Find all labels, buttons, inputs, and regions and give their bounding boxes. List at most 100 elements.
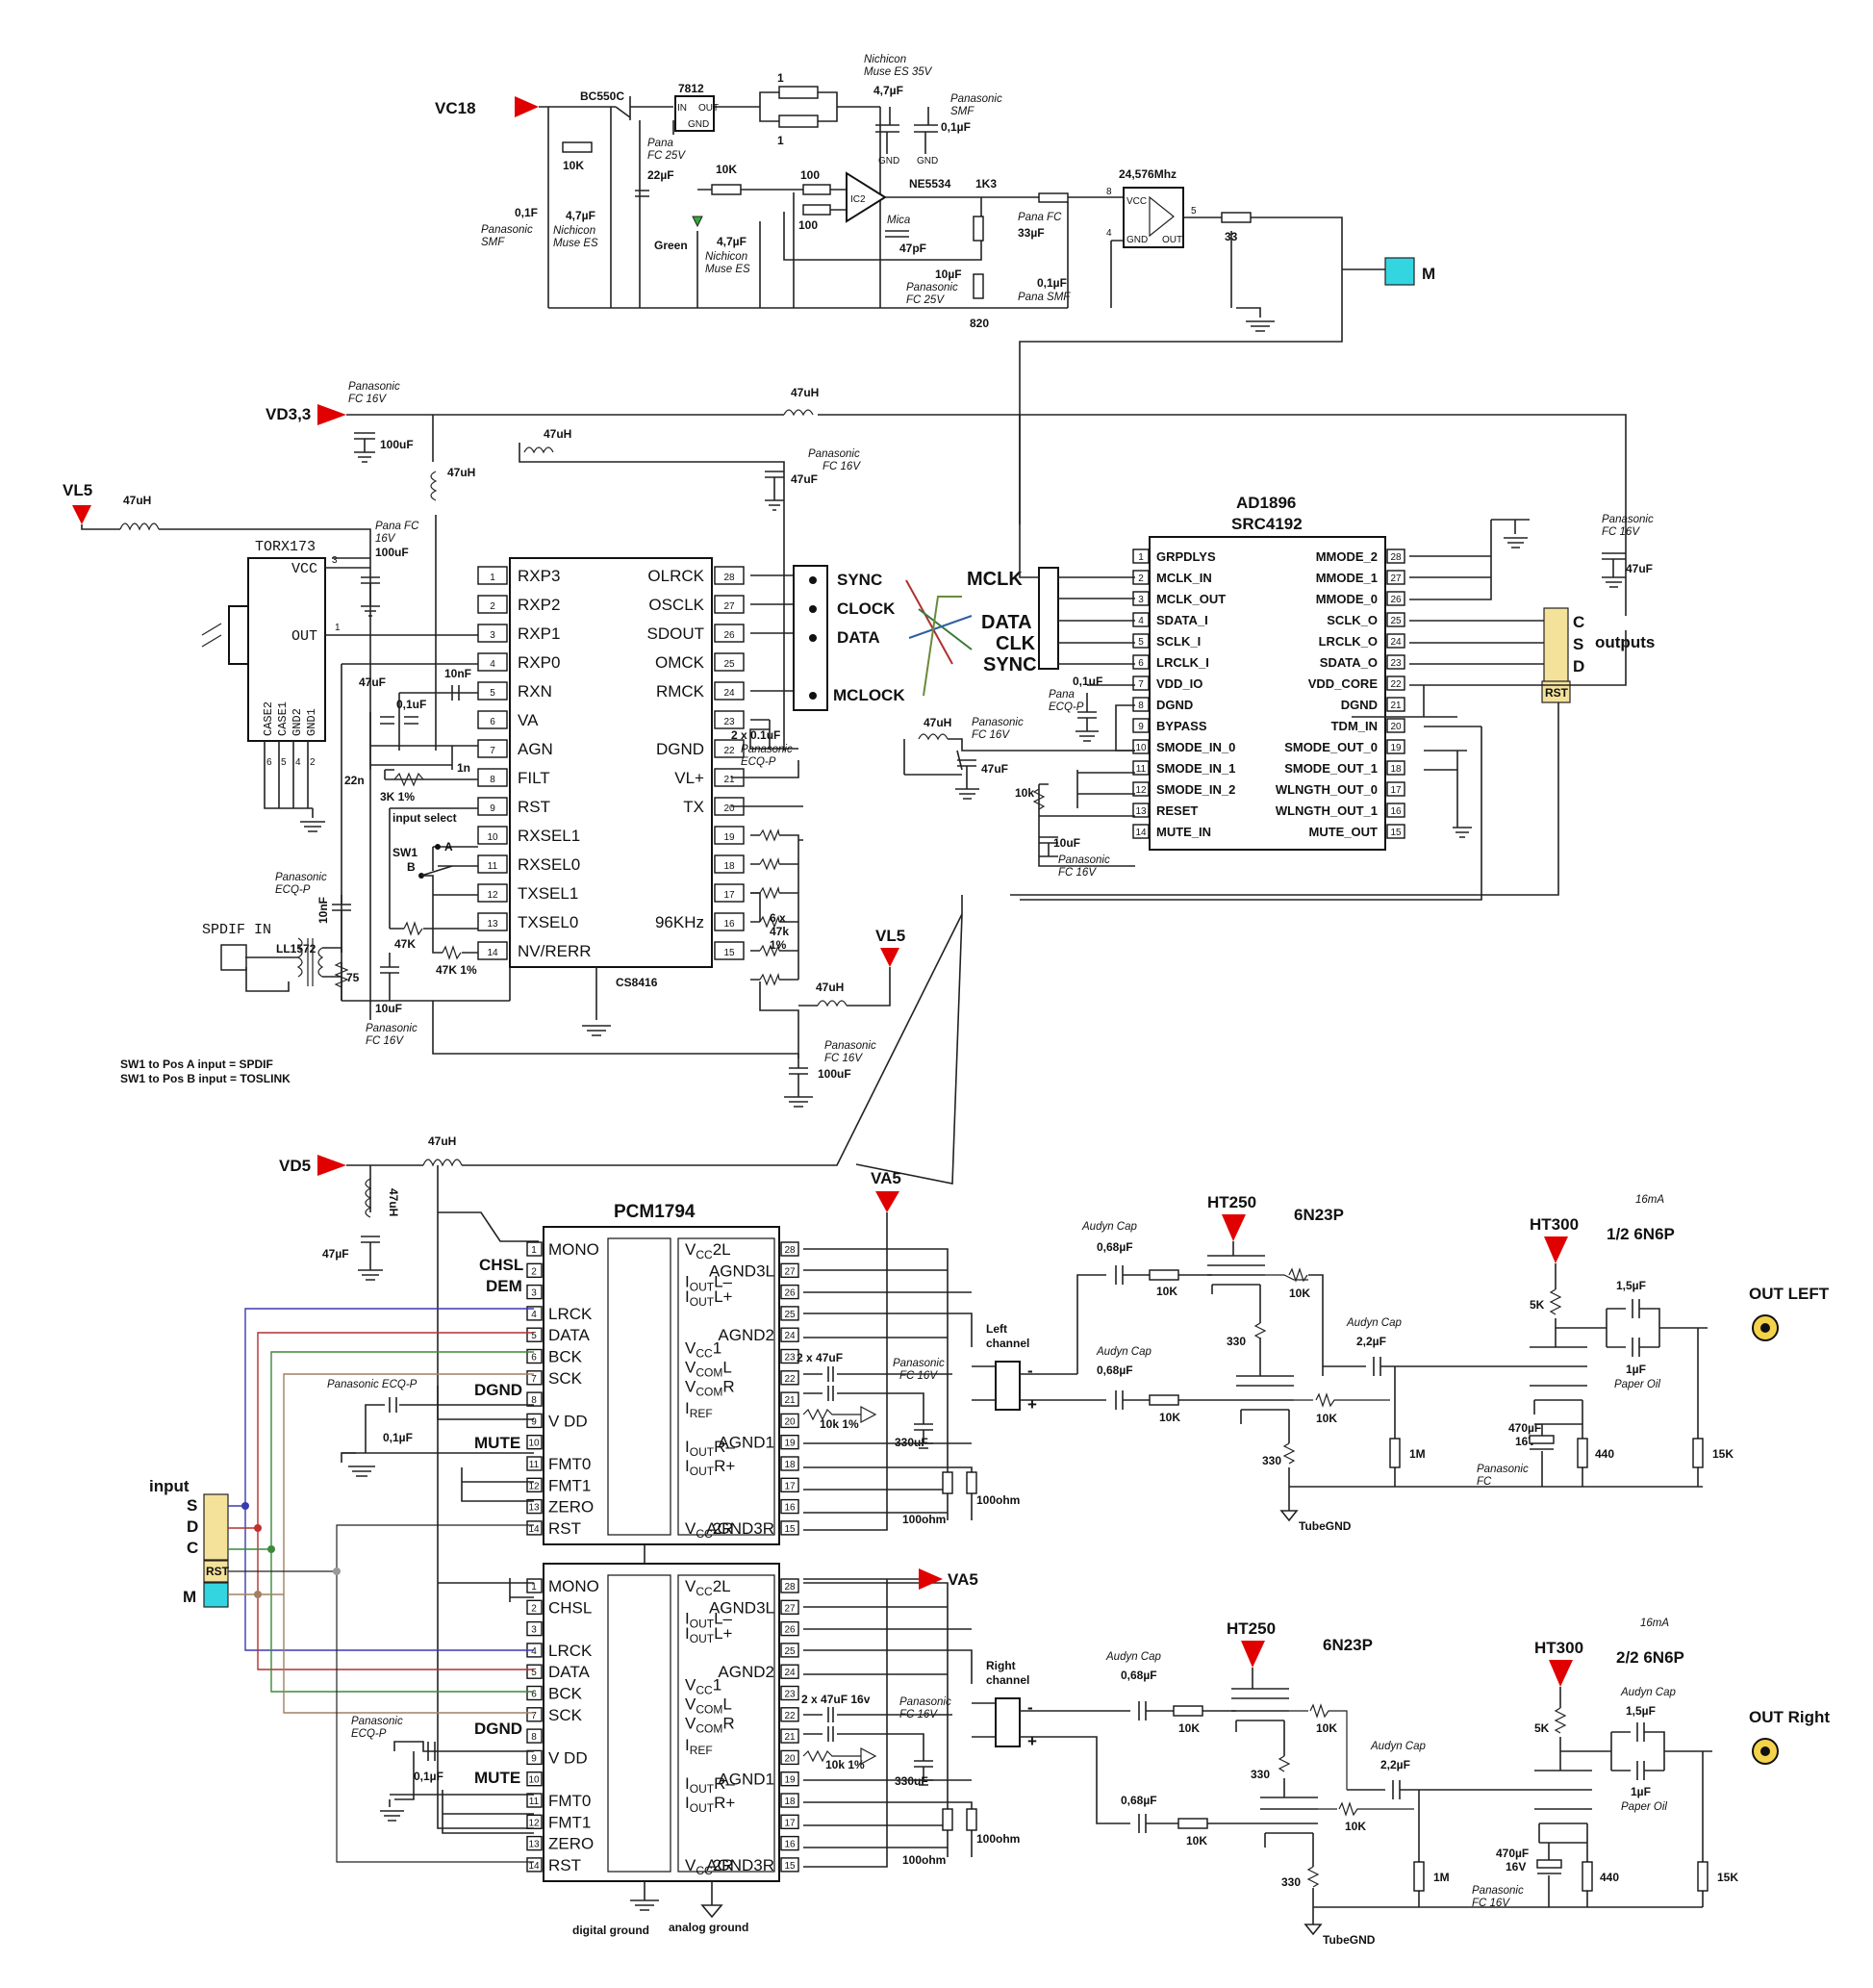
- dac-rpin: [780, 1664, 799, 1679]
- pan-ecqb: ECQ-P: [275, 884, 311, 896]
- cs8416-right-label: 96KHz: [655, 913, 704, 931]
- dac-rpin: [780, 1370, 799, 1386]
- nichicon-label: Nichicon: [864, 54, 906, 65]
- src-pin-8: [1132, 697, 1150, 712]
- svg-text:IOUTR+: IOUTR+: [685, 1457, 735, 1478]
- osc-r: [1038, 192, 1069, 203]
- dac-pin-num: 4: [531, 1310, 537, 1320]
- r33: [1221, 212, 1252, 223]
- cs8416-left-label: FILT: [518, 769, 550, 787]
- cs8416-pin-num: 11: [488, 861, 498, 872]
- gnd2-label: GND: [917, 156, 938, 166]
- src-pin-num: 14: [1135, 828, 1147, 838]
- cs8416-rpin-num: 19: [723, 832, 735, 843]
- r10k-b-label: 10K: [716, 163, 737, 176]
- dac-rpin-num: 23: [784, 1690, 796, 1700]
- vd33-flag: [317, 404, 346, 425]
- r100b: [802, 204, 831, 216]
- tl-c15: 1,5µF: [1616, 1279, 1646, 1292]
- rx-sync: SYNC: [837, 571, 882, 589]
- tr-panb: FC 16V: [1472, 1898, 1510, 1909]
- dac-pin-num: 6: [531, 1690, 537, 1700]
- analog-ground: analog ground: [669, 1921, 748, 1934]
- out-s: S: [1573, 635, 1583, 653]
- input-m: [203, 1582, 229, 1608]
- src-rpin: [1386, 781, 1405, 797]
- svg-text:IOUTL+: IOUTL+: [685, 1287, 733, 1309]
- torx-p3: 3: [332, 555, 338, 566]
- dac-right-label: AGND2: [718, 1326, 774, 1344]
- dac-pin-13: [526, 1835, 543, 1851]
- cs8416-pin-num: 13: [487, 919, 498, 930]
- cs8416-pin-num: 4: [490, 659, 495, 670]
- dac-rpin-num: 27: [784, 1603, 796, 1614]
- dac-left-label: DATA: [548, 1326, 590, 1344]
- src-title1: AD1896: [1236, 494, 1296, 512]
- src-rpin-num: 15: [1390, 828, 1402, 838]
- right-ch: Right: [986, 1659, 1016, 1672]
- torx-num-0: 6: [266, 757, 272, 768]
- tl-r10kc: 10K: [1159, 1411, 1180, 1424]
- src-panab: ECQ-P: [1049, 701, 1084, 713]
- src-mclk: MCLK: [967, 569, 1023, 590]
- dac-rpin-num: 17: [784, 1481, 796, 1491]
- src-pan1: Panasonic: [1602, 514, 1654, 525]
- src-rpin-num: 28: [1390, 552, 1402, 563]
- l47c-label: 47uH: [447, 466, 475, 479]
- cs8416-rpin-num: 22: [723, 746, 735, 756]
- pan1b: FC 16V: [348, 394, 387, 405]
- torx-pin-2: GND2: [291, 708, 304, 736]
- dac-pin-6: [526, 1348, 543, 1364]
- svg-text:+: +: [1027, 1732, 1037, 1750]
- dac-left-label: DATA: [548, 1663, 590, 1681]
- c47uf-label: 47uF: [359, 675, 386, 689]
- dac-pin-num: 2: [531, 1603, 537, 1614]
- dac-c2x47: 2 x 47uF: [797, 1351, 843, 1364]
- dac-pin-num: 7: [531, 1711, 537, 1721]
- src-rst-pad: [1541, 680, 1571, 703]
- dac-left-label: LRCK: [548, 1642, 593, 1660]
- r10k-b: [711, 184, 742, 195]
- dac-rpin: [780, 1284, 799, 1300]
- r1k3: [973, 216, 984, 242]
- cs8416-rpin-num: 26: [723, 630, 735, 641]
- input-label: input: [149, 1477, 190, 1495]
- muse-label: Muse ES 35V: [864, 66, 933, 78]
- src-pin-num: 10: [1135, 743, 1147, 753]
- src-rpin-num: 27: [1390, 573, 1402, 584]
- cs8416-right-label: SDOUT: [647, 624, 705, 643]
- dac-pin-12: [526, 1814, 543, 1830]
- svg-text:-: -: [1027, 1362, 1033, 1380]
- dac-panecq: Panasonic ECQ-P: [327, 1379, 418, 1390]
- dac-r100: 100ohm: [902, 1513, 946, 1526]
- tl-paper: Paper Oil: [1614, 1379, 1660, 1390]
- pan-fc25: Panasonic: [906, 282, 958, 293]
- src-pin-num: 6: [1138, 658, 1144, 669]
- dac-pin-4: [526, 1306, 543, 1321]
- src-pin-num: 1: [1138, 552, 1144, 563]
- tr-r5k: 5K: [1534, 1721, 1550, 1735]
- r1a-label: 1: [777, 71, 784, 85]
- tr-r10ka: 10K: [1178, 1721, 1200, 1735]
- dac-left-label: FMT0: [548, 1455, 591, 1473]
- dac-rpin: [780, 1327, 799, 1342]
- dac-pin-num: 3: [531, 1288, 537, 1299]
- osc-label: 24,576Mhz: [1119, 167, 1177, 181]
- receiver-connector: [793, 565, 828, 711]
- cs8416-rpin-18: [714, 854, 745, 874]
- dac-rpin: [780, 1728, 799, 1744]
- svg-text:VCC2L: VCC2L: [685, 1577, 731, 1598]
- src-rpin: [1386, 697, 1405, 712]
- src-pin-num: 11: [1136, 764, 1147, 775]
- c100b-label: 100uF: [375, 546, 409, 559]
- cs8416-rpin-25: [714, 652, 745, 672]
- tl-audyn1: Audyn Cap: [1081, 1221, 1138, 1233]
- dac-rpin-num: 24: [784, 1668, 796, 1678]
- pana-fc: Pana FC: [1018, 212, 1062, 223]
- dac-pin-num: 2: [531, 1266, 537, 1277]
- dac-pin-num: 14: [528, 1524, 540, 1535]
- vc18-flag: [515, 96, 539, 117]
- dac-right-label: AGND3L: [709, 1598, 774, 1617]
- pan-ecq: Panasonic: [275, 872, 327, 883]
- cs8416-pin-5: [477, 681, 508, 701]
